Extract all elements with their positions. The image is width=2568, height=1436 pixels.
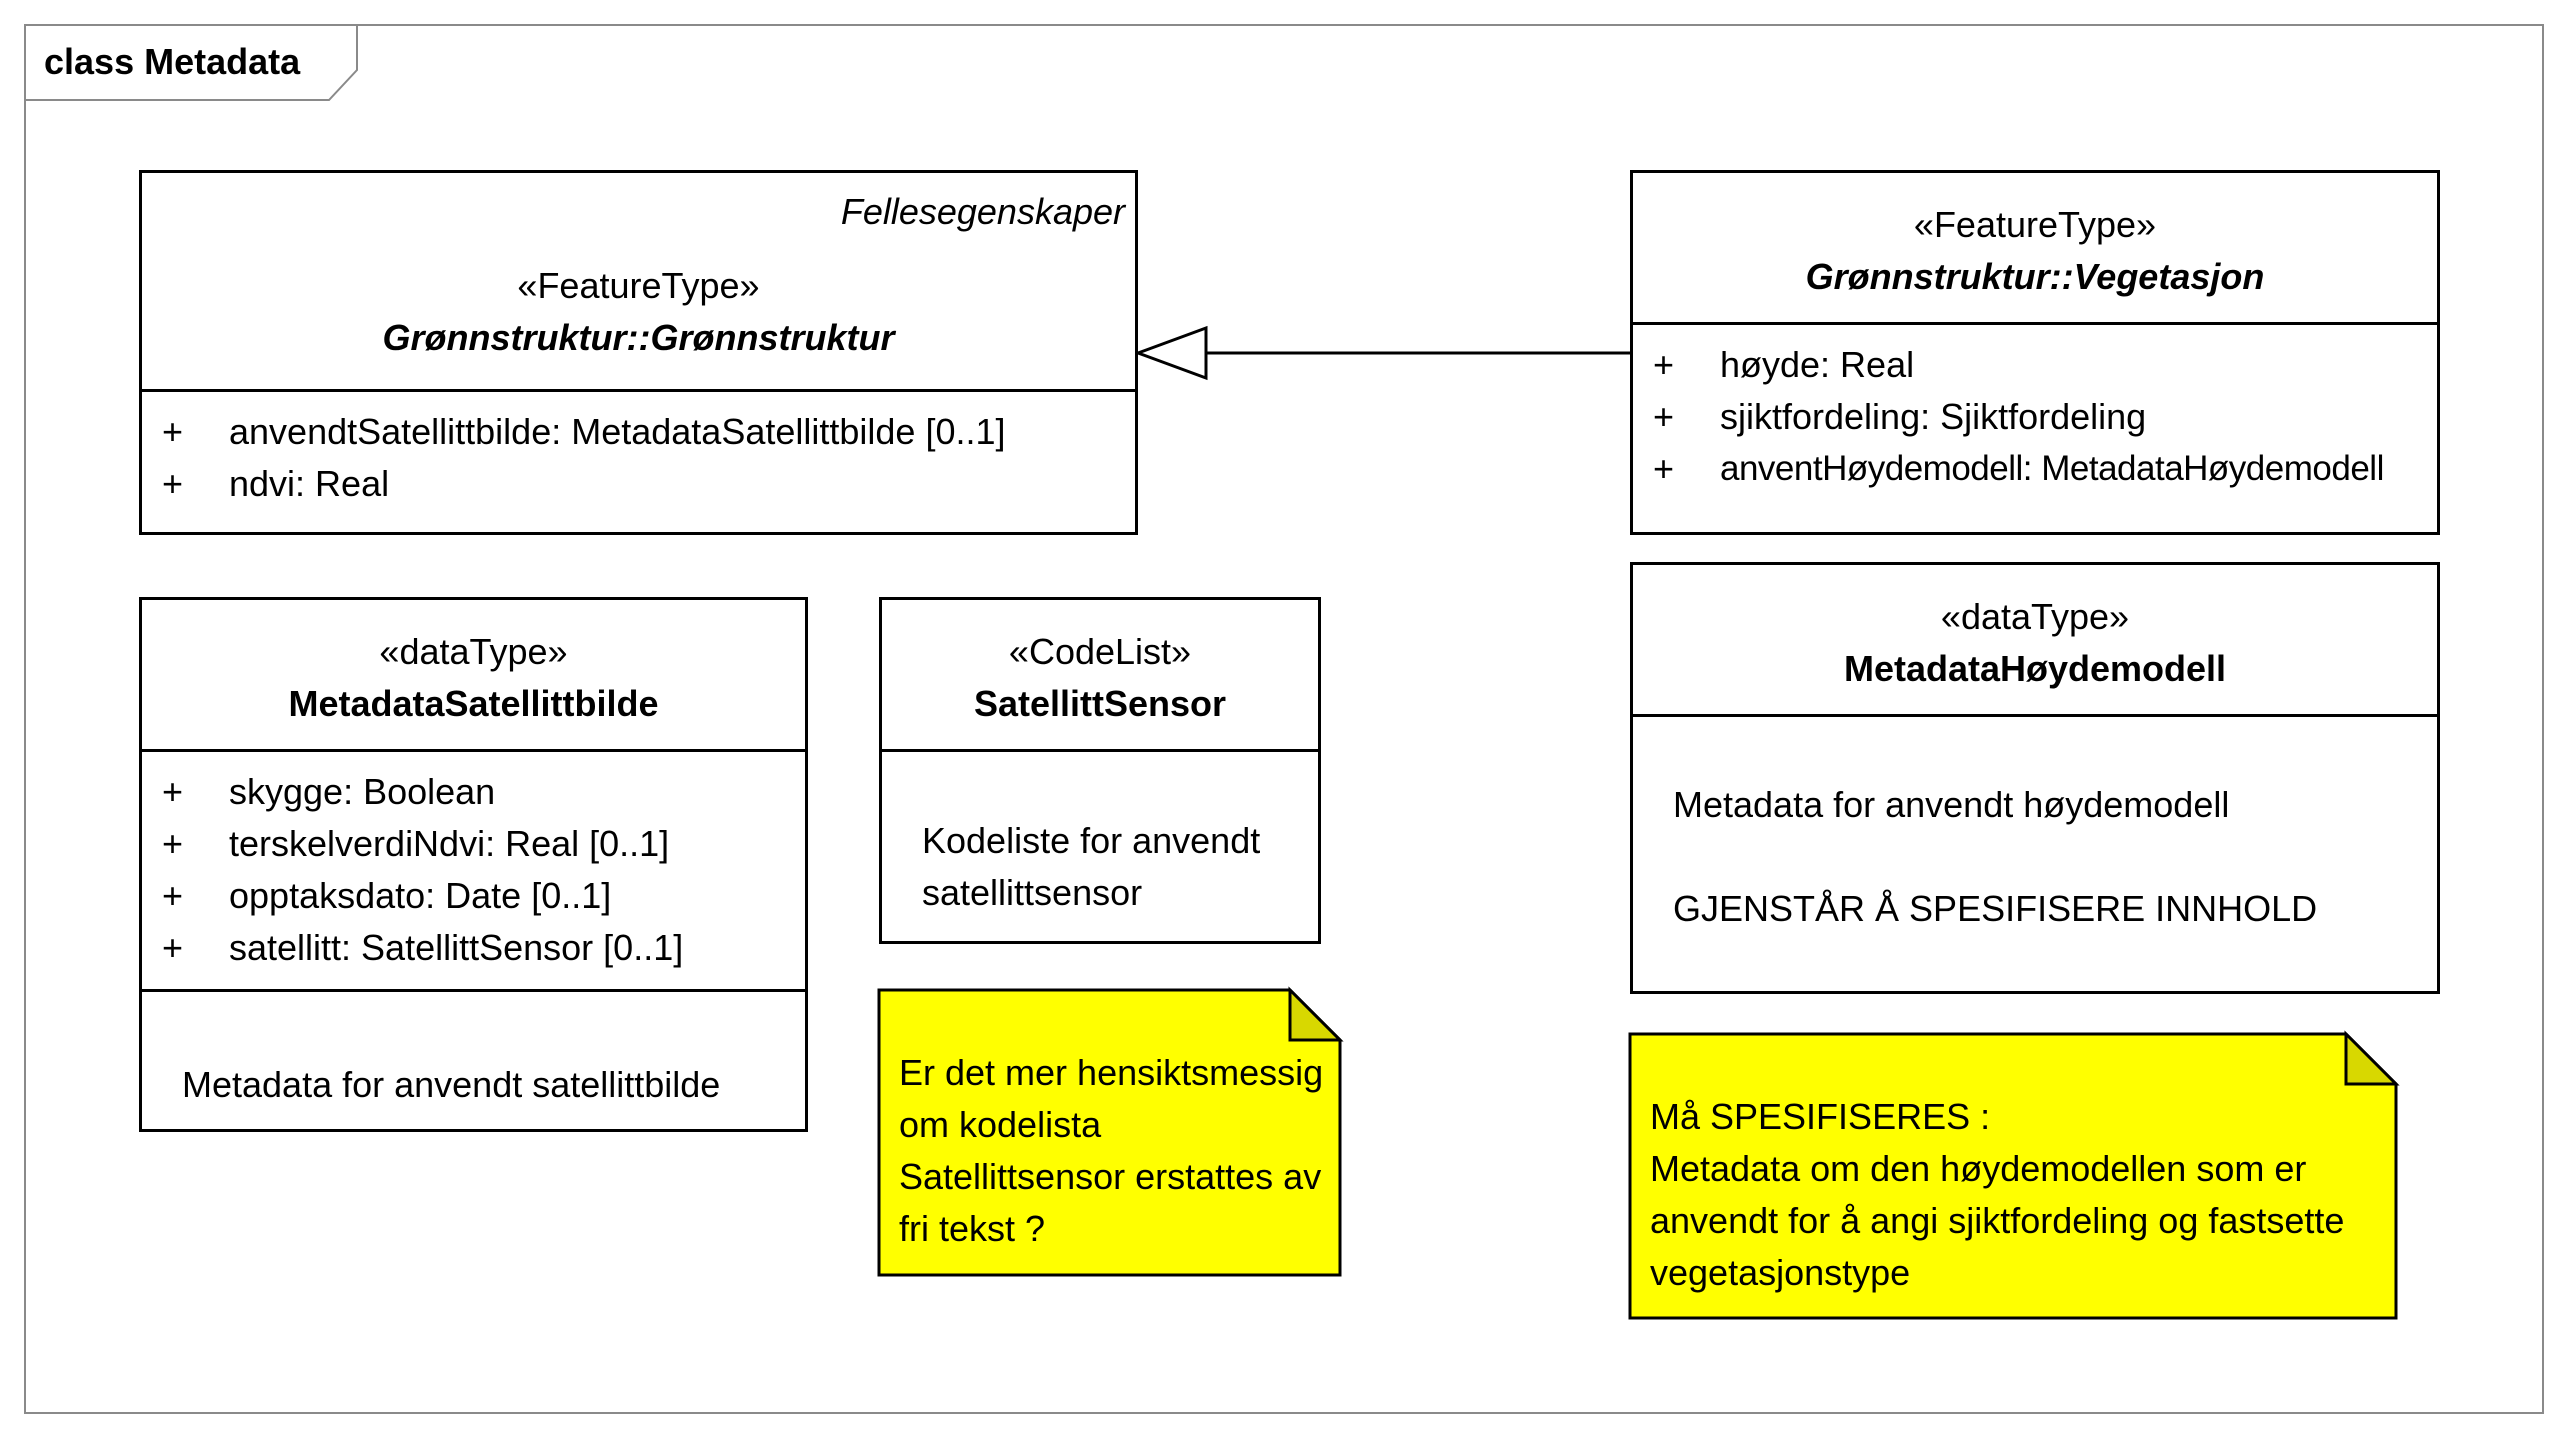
attribute-anvent-hoydemodell[interactable]: anventHøydemodell: MetadataHøydemodell	[1720, 449, 2384, 488]
class-notes-line: Metadata for anvendt høydemodell	[1673, 784, 2230, 825]
class-notes-line: Kodeliste for anvendt	[922, 820, 1261, 861]
attribute-visibility: +	[162, 411, 184, 452]
class-metadata-hoydemodell[interactable]: «dataType» MetadataHøydemodell Metadata …	[1630, 562, 2440, 994]
attribute-visibility: +	[1653, 396, 1675, 437]
note-hoyde-line: Metadata om den høydemodellen som er	[1650, 1148, 2307, 1189]
frame-title-tab	[24, 25, 358, 101]
class-tag-fellesegenskaper: Fellesegenskaper	[840, 191, 1125, 232]
diagram-frame	[24, 24, 2544, 1414]
class-vegetasjon[interactable]: «FeatureType» Grønnstruktur::Vegetasjon …	[1630, 170, 2440, 535]
class-satellitt-sensor[interactable]: «CodeList» SatellittSensor Kodeliste for…	[879, 597, 1321, 944]
attribute-ndvi[interactable]: ndvi: Real	[229, 463, 390, 504]
class-stereotype: «FeatureType»	[517, 265, 760, 306]
class-stereotype: «dataType»	[1940, 596, 2130, 637]
notes-compartment	[882, 749, 1318, 752]
class-stereotype: «CodeList»	[1008, 631, 1192, 672]
attribute-anvendt-satellittbilde[interactable]: anvendtSatellittbilde: MetadataSatellitt…	[229, 411, 1006, 452]
class-metadata-satellittbilde[interactable]: «dataType» MetadataSatellittbilde + skyg…	[139, 597, 808, 1132]
attribute-visibility: +	[162, 463, 184, 504]
class-stereotype: «dataType»	[379, 631, 568, 672]
notes-compartment	[1633, 714, 2437, 717]
class-name: Grønnstruktur::Grønnstruktur	[382, 317, 895, 358]
attribute-visibility: +	[1653, 448, 1675, 489]
class-notes-line: satellittsensor	[922, 872, 1143, 913]
generalization-arrowhead	[1133, 325, 1208, 381]
attribute-visibility: +	[162, 875, 184, 916]
attribute-hoyde[interactable]: høyde: Real	[1720, 344, 1915, 385]
attribute-opptaksdato[interactable]: opptaksdato: Date [0..1]	[229, 875, 612, 916]
attribute-satellitt[interactable]: satellitt: SatellittSensor [0..1]	[229, 927, 684, 968]
class-gronnstruktur[interactable]: Fellesegenskaper «FeatureType» Grønnstru…	[139, 170, 1138, 535]
notes-compartment	[142, 989, 805, 992]
attribute-visibility: +	[1653, 344, 1675, 385]
attribute-compartment	[142, 389, 1135, 392]
attribute-skygge[interactable]: skygge: Boolean	[229, 771, 496, 812]
note-sensor-line: fri tekst ?	[899, 1208, 1046, 1249]
note-hoyde-line: vegetasjonstype	[1650, 1252, 1911, 1293]
class-stereotype: «FeatureType»	[1913, 204, 2157, 245]
class-notes-line: GJENSTÅR Å SPESIFISERE INNHOLD	[1673, 888, 2318, 929]
attribute-visibility: +	[162, 771, 184, 812]
attribute-visibility: +	[162, 823, 184, 864]
class-name: Grønnstruktur::Vegetasjon	[1805, 256, 2265, 297]
attribute-terskelverdi-ndvi[interactable]: terskelverdiNdvi: Real [0..1]	[229, 823, 670, 864]
class-name: SatellittSensor	[973, 683, 1227, 724]
attribute-sjiktfordeling[interactable]: sjiktfordeling: Sjiktfordeling	[1720, 396, 2147, 437]
attribute-compartment	[1633, 322, 2437, 325]
class-name: MetadataSatellittbilde	[288, 683, 659, 724]
note-hoyde-line: anvendt for å angi sjiktfordeling og fas…	[1650, 1200, 2345, 1241]
frame-title: class Metadata	[44, 41, 301, 82]
class-notes-text: Metadata for anvendt satellittbilde	[182, 1064, 721, 1105]
note-sensor-line: Satellittsensor erstattes av	[899, 1156, 1322, 1197]
note-sensor-line: om kodelista	[899, 1104, 1102, 1145]
note-hoyde-line: Må SPESIFISERES :	[1650, 1096, 1991, 1137]
note-sensor-line: Er det mer hensiktsmessig	[899, 1052, 1324, 1093]
class-name: MetadataHøydemodell	[1843, 648, 2227, 689]
attribute-compartment	[142, 749, 805, 752]
attribute-visibility: +	[162, 927, 184, 968]
